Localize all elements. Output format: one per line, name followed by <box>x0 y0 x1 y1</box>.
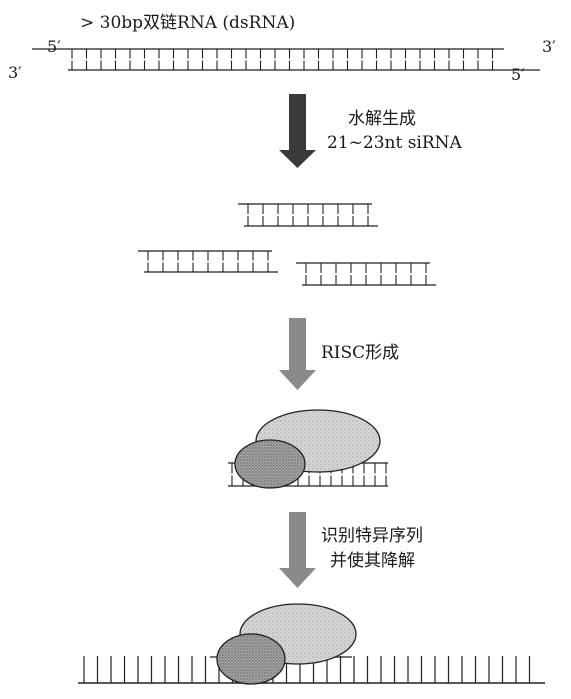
dsrna-strands <box>32 48 540 71</box>
long-dsrna: 5′ 3′ 3′ 5′ <box>8 37 556 84</box>
sirna-duplexes <box>138 203 436 286</box>
step-risc-formation: RISC形成 <box>279 318 399 390</box>
step3-line2: 并使其降解 <box>330 550 415 571</box>
step-dicer: 水解生成 21~23nt siRNA <box>279 94 463 168</box>
risc-protein-small <box>216 633 286 685</box>
step3-line1: 识别特异序列 <box>321 526 423 546</box>
step-target-cleavage: 识别特异序列 并使其降解 <box>279 512 423 588</box>
end-label-top-left: 5′ <box>47 37 61 56</box>
down-arrow-icon <box>279 94 316 168</box>
end-label-bottom-left: 3′ <box>8 63 22 82</box>
end-label-top-right: 3′ <box>542 37 556 56</box>
risc-protein-small <box>234 439 306 489</box>
step1-line1: 水解生成 <box>348 109 416 129</box>
end-label-bottom-right: 5′ <box>511 65 525 84</box>
risc-complex <box>228 409 388 489</box>
dsrna-title: > 30bp双链RNA (dsRNA) <box>80 13 295 33</box>
step2-line1: RISC形成 <box>321 343 399 363</box>
down-arrow-icon <box>279 512 316 588</box>
step1-line2: 21~23nt siRNA <box>327 133 463 153</box>
down-arrow-icon <box>279 318 316 390</box>
target-mrna-complex <box>78 603 545 685</box>
